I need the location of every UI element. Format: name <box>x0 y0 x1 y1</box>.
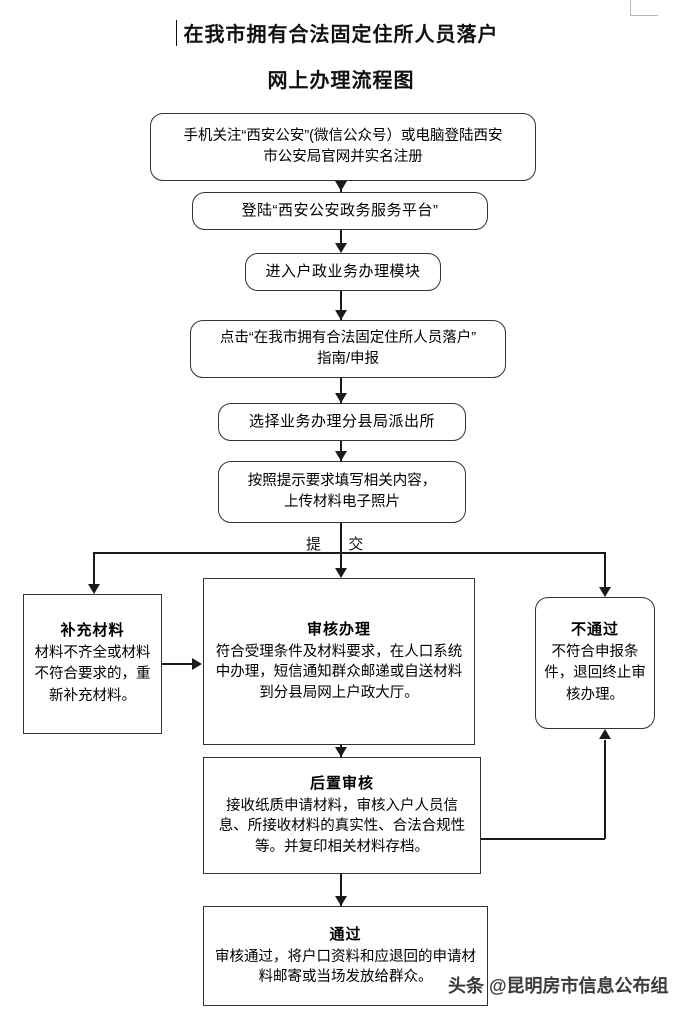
node-reject: 不通过 不符合申报条件，退回终止审核办理。 <box>535 597 655 729</box>
node-register-line-1: 手机关注“西安公安”(微信公众号）或电脑登陆西安 <box>183 128 503 145</box>
node-review-heading: 审核办理 <box>306 621 371 639</box>
edge-module-to-click-arrow <box>335 310 347 320</box>
page-corner-mark <box>630 0 658 16</box>
node-supplement-body: 材料不齐全或材料不符合要求的，重新补充材料。 <box>34 644 151 705</box>
edge-postaudit-to-pass-line <box>340 874 342 906</box>
node-pass-body: 审核通过，将户口资料和应退回的申请材料邮寄或当场发放给群众。 <box>215 948 476 986</box>
edge-branch-right-arrow <box>599 587 611 597</box>
node-pass: 通过 审核通过，将户口资料和应退回的申请材料邮寄或当场发放给群众。 <box>203 906 488 1006</box>
node-module-label: 进入户政业务办理模块 <box>265 263 421 281</box>
node-postaudit-body: 接收纸质申请材料，审核入户人员信息、所接收材料的真实性、合法合规性等。并复印相关… <box>218 797 466 855</box>
node-postaudit-heading: 后置审核 <box>309 775 374 793</box>
node-select-station: 选择业务办理分县局派出所 <box>218 403 466 441</box>
node-reject-body: 不符合申报条件，退回终止审核办理。 <box>544 643 646 704</box>
edge-review-to-postaudit-arrow <box>335 747 347 757</box>
edge-login-to-module-arrow <box>335 243 347 253</box>
edge-click-to-select-arrow <box>335 393 347 403</box>
edge-branch-left-line <box>93 552 95 584</box>
node-supplement-materials: 补充材料 材料不齐全或材料不符合要求的，重新补充材料。 <box>23 594 162 734</box>
edge-postaudit-to-reject-arrow <box>599 729 611 739</box>
edge-branch-center-line <box>340 552 342 568</box>
edge-click-to-select-line <box>340 378 342 403</box>
edge-branch-bar <box>93 552 605 554</box>
edge-supplement-to-review-arrow <box>192 658 202 670</box>
node-select-label: 选择业务办理分县局派出所 <box>248 413 435 431</box>
node-review-body: 符合受理条件及材料要求，在人口系统中办理，短信通知群众邮递或自送材料到分县局网上… <box>215 643 463 701</box>
edge-branch-center-arrow <box>335 568 347 578</box>
edge-branch-left-arrow <box>88 584 100 594</box>
node-fill-form: 按照提示要求填写相关内容， 上传材料电子照片 <box>218 461 466 523</box>
node-review-processing: 审核办理 符合受理条件及材料要求，在人口系统中办理，短信通知群众邮递或自送材料到… <box>203 578 475 745</box>
node-click-line-2: 指南/申报 <box>316 351 380 367</box>
edge-branch-right-line <box>604 552 606 587</box>
node-click-guide: 点击“在我市拥有合法固定住所人员落户” 指南/申报 <box>190 320 506 378</box>
page-title-line-1: 在我市拥有合法固定住所人员落户 <box>183 24 499 46</box>
node-fill-line-1: 按照提示要求填写相关内容， <box>247 473 437 490</box>
edge-module-to-click-line <box>340 291 342 320</box>
node-register-line-2: 市公安局官网并实名注册 <box>263 149 423 165</box>
node-reject-heading: 不通过 <box>570 621 619 639</box>
edge-postaudit-to-pass-arrow <box>335 896 347 906</box>
node-pass-heading: 通过 <box>329 926 362 944</box>
node-post-audit: 后置审核 接收纸质申请材料，审核入户人员信息、所接收材料的真实性、合法合规性等。… <box>203 757 481 874</box>
edge-label-submit: 提 交 <box>306 536 365 553</box>
node-register: 手机关注“西安公安”(微信公众号）或电脑登陆西安 市公安局官网并实名注册 <box>150 113 536 181</box>
node-login-label: 登陆“西安公安政务服务平台” <box>241 202 439 220</box>
edge-login-to-module-line <box>340 230 342 252</box>
node-fill-line-2: 上传材料电子照片 <box>284 494 400 510</box>
node-module: 进入户政业务办理模块 <box>245 253 441 291</box>
edge-select-to-fill-arrow <box>335 451 347 461</box>
page-title-line-2: 网上办理流程图 <box>267 70 415 92</box>
node-login: 登陆“西安公安政务服务平台” <box>192 192 488 230</box>
edge-supplement-to-review-line <box>162 663 194 665</box>
text-caret <box>176 20 177 46</box>
node-click-line-1: 点击“在我市拥有合法固定住所人员落户” <box>219 330 477 347</box>
edge-submit-stem <box>340 523 342 553</box>
edge-postaudit-to-reject-hline <box>481 838 605 840</box>
edge-register-to-login-arrow <box>335 181 347 191</box>
node-supplement-heading: 补充材料 <box>60 622 125 640</box>
watermark-text: 头条 @昆明房市信息公布组 <box>448 976 669 996</box>
edge-postaudit-to-reject-vline <box>604 740 606 839</box>
